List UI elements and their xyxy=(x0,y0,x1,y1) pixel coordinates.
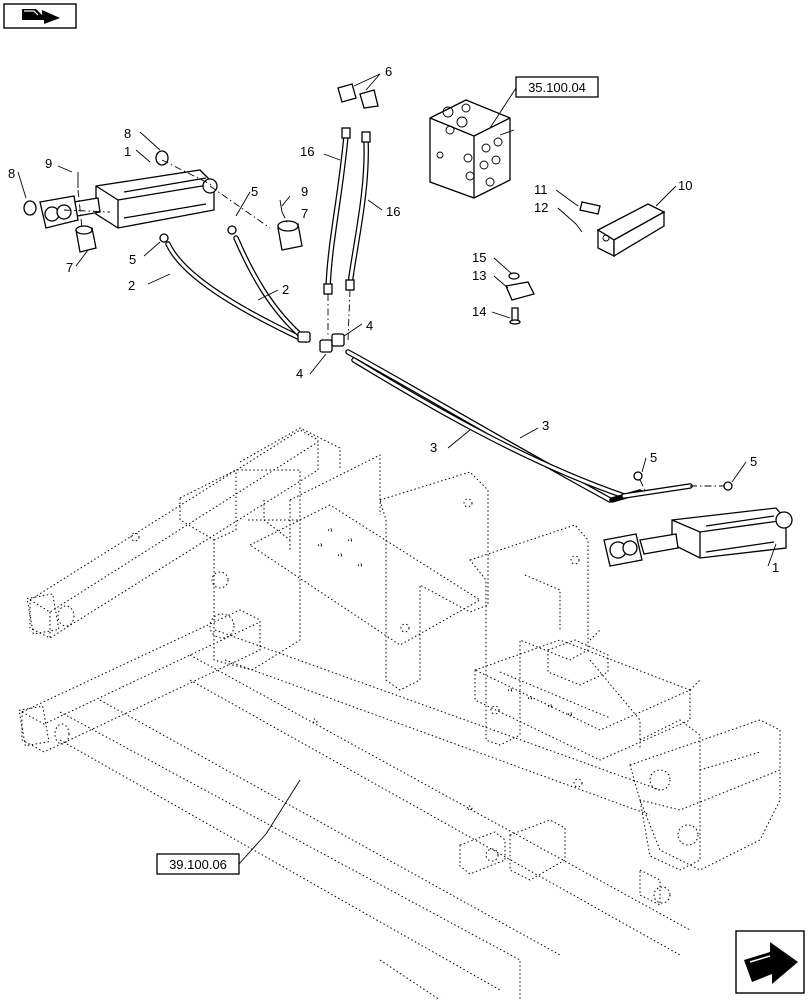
callout-12: 12 xyxy=(534,200,548,215)
callout-5-right: 5 xyxy=(750,454,757,469)
left-washer-8b xyxy=(155,150,169,166)
callout-15: 15 xyxy=(472,250,486,265)
callout-6: 6 xyxy=(385,64,392,79)
callout-4-right: 4 xyxy=(366,318,373,333)
callout-7-right: 7 xyxy=(301,206,308,221)
frame-assembly-outline xyxy=(18,427,781,1000)
nut-15 xyxy=(508,272,520,280)
valve-reference-box[interactable] xyxy=(515,76,599,98)
callout-16-left: 16 xyxy=(300,144,314,159)
callout-2-left: 2 xyxy=(128,278,135,293)
callout-1-left: 1 xyxy=(124,144,131,159)
callout-8-left: 8 xyxy=(8,166,15,181)
callout-10: 10 xyxy=(678,178,692,193)
hose-2-pair xyxy=(159,225,309,343)
valve-reference-label[interactable]: 35.100.04 xyxy=(528,80,586,95)
clamp-13 xyxy=(505,272,535,325)
callout-3-right: 3 xyxy=(542,418,549,433)
callout-numbers: 6 8 1 16 16 9 8 5 9 7 5 2 7 2 4 4 3 3 5 … xyxy=(8,64,779,575)
callout-16-right: 16 xyxy=(386,204,400,219)
right-hydraulic-cylinder xyxy=(603,507,793,567)
callout-3-left: 3 xyxy=(430,440,437,455)
callout-5-mid: 5 xyxy=(650,450,657,465)
previous-page-arrow-icon[interactable] xyxy=(3,3,77,29)
elbow-fittings-6 xyxy=(337,83,379,109)
left-cylinder-pins xyxy=(23,150,303,253)
frame-reference-label[interactable]: 39.100.06 xyxy=(169,857,227,872)
tee-fittings-4 xyxy=(297,331,345,353)
callout-4-left: 4 xyxy=(296,366,303,381)
callout-5-top: 5 xyxy=(251,184,258,199)
callout-1-right: 1 xyxy=(772,560,779,575)
callout-5-left: 5 xyxy=(129,252,136,267)
callout-7-left: 7 xyxy=(66,260,73,275)
callout-9-left: 9 xyxy=(45,156,52,171)
callout-14: 14 xyxy=(472,304,486,319)
callout-13: 13 xyxy=(472,268,486,283)
next-page-arrow-icon[interactable] xyxy=(735,930,805,994)
callout-2-right: 2 xyxy=(282,282,289,297)
callout-9-right: 9 xyxy=(301,184,308,199)
left-washer-8a xyxy=(23,200,37,216)
callout-11: 11 xyxy=(534,182,548,197)
hose-16-pair xyxy=(323,127,371,295)
hose-3-pair xyxy=(345,349,733,503)
left-hydraulic-cylinder xyxy=(39,169,218,229)
bracket-10 xyxy=(596,203,666,258)
callout-8-top: 8 xyxy=(124,126,131,141)
pin-12 xyxy=(575,223,583,233)
valve-block xyxy=(429,99,515,199)
callout-leaders xyxy=(17,73,777,835)
bolt-11 xyxy=(579,201,601,215)
